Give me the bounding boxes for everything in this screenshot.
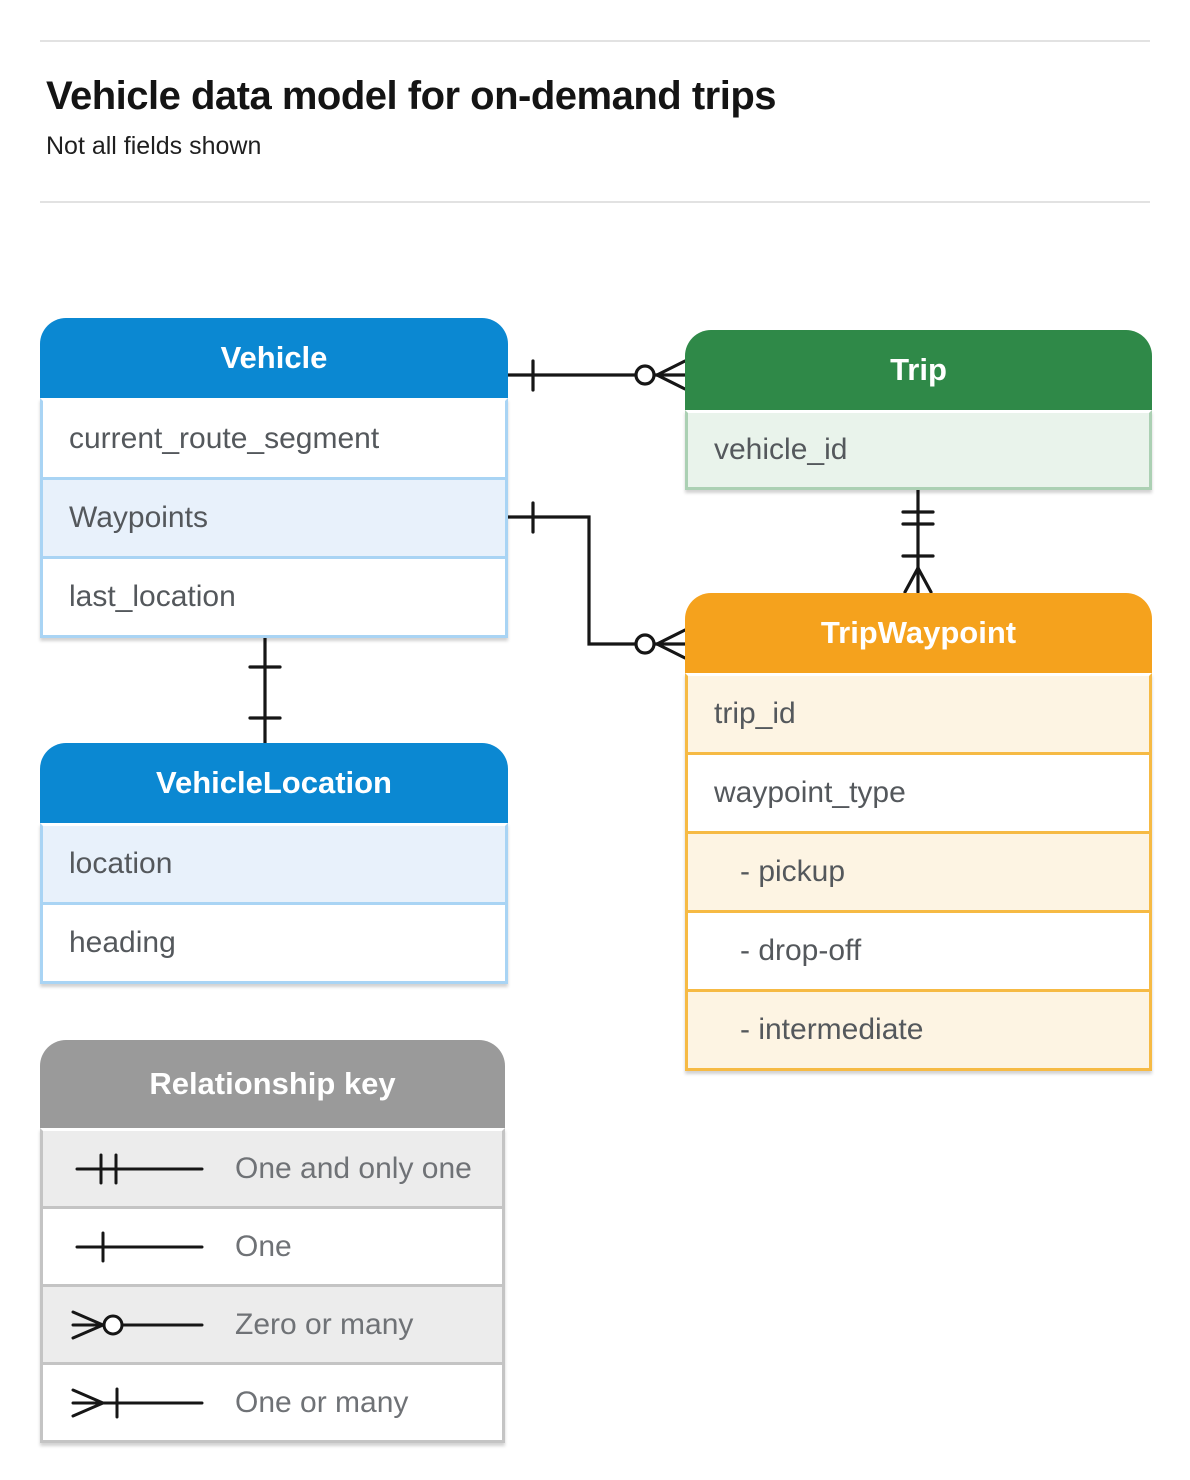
field-current-route-segment: current_route_segment [43,401,505,477]
field-label: - drop-off [740,934,862,967]
connector-vehicle-vehiclelocation [248,634,282,745]
entity-tripwaypoint-fields: trip_id waypoint_type - pickup - drop-of… [685,673,1152,1071]
field-label: waypoint_type [714,776,906,809]
entity-vehiclelocation-title: VehicleLocation [155,765,392,800]
field-last-location: last_location [43,556,505,635]
entity-vehicle-fields: current_route_segment Waypoints last_loc… [40,398,508,638]
entity-vehiclelocation-header: VehicleLocation [40,743,508,823]
field-label: trip_id [714,697,796,730]
entity-trip-header: Trip [685,330,1152,410]
zero-or-many-icon [71,1310,204,1339]
header-divider [40,201,1150,203]
key-row-one: One [43,1206,502,1284]
connector-vehicle-trip [506,359,687,392]
key-row-one-or-many: One or many [43,1362,502,1440]
field-waypoints: Waypoints [43,477,505,556]
relationship-key-header: Relationship key [40,1040,505,1128]
top-divider [40,40,1150,42]
field-label: - intermediate [740,1013,924,1046]
field-vehicle-id: vehicle_id [688,413,1149,487]
one-icon [75,1231,204,1262]
key-label: One and only one [235,1151,472,1185]
field-label: vehicle_id [714,433,848,466]
field-waypoint-type: waypoint_type [688,752,1149,831]
key-row-zero-or-many: Zero or many [43,1284,502,1362]
page-subtitle: Not all fields shown [46,132,262,160]
field-label: heading [69,926,176,959]
entity-vehiclelocation: VehicleLocation location heading [40,743,508,984]
field-label: last_location [69,580,236,613]
entity-tripwaypoint: TripWaypoint trip_id waypoint_type - pic… [685,593,1152,1071]
key-label: Zero or many [235,1307,414,1341]
connector-trip-tripwaypoint [901,486,935,594]
field-trip-id: trip_id [688,676,1149,752]
entity-trip-title: Trip [890,352,947,387]
entity-vehicle-header: Vehicle [40,318,508,398]
field-label: location [69,847,173,880]
relationship-key: Relationship key One and only one One [40,1040,505,1443]
relationship-key-title: Relationship key [149,1066,396,1101]
field-label: - pickup [740,855,846,888]
entity-vehicle: Vehicle current_route_segment Waypoints … [40,318,508,638]
entity-vehicle-title: Vehicle [220,340,328,375]
entity-vehiclelocation-fields: location heading [40,823,508,984]
key-label: One or many [235,1385,409,1419]
one-and-only-one-icon [75,1153,204,1184]
entity-tripwaypoint-title: TripWaypoint [820,615,1017,650]
one-or-many-icon [71,1387,204,1418]
entity-tripwaypoint-header: TripWaypoint [685,593,1152,673]
field-heading: heading [43,902,505,981]
connector-waypoints-tripwaypoint [506,501,687,660]
key-label: One [235,1229,292,1263]
page-title: Vehicle data model for on-demand trips [46,74,777,118]
field-label: Waypoints [69,501,208,534]
field-option-pickup: - pickup [688,831,1149,910]
field-label: current_route_segment [69,422,380,455]
field-option-drop-off: - drop-off [688,910,1149,989]
entity-trip: Trip vehicle_id [685,330,1152,490]
field-location: location [43,826,505,902]
relationship-key-rows: One and only one One Zero or many [40,1128,505,1443]
field-option-intermediate: - intermediate [688,989,1149,1068]
key-row-one-and-only-one: One and only one [43,1131,502,1206]
entity-trip-fields: vehicle_id [685,410,1152,490]
